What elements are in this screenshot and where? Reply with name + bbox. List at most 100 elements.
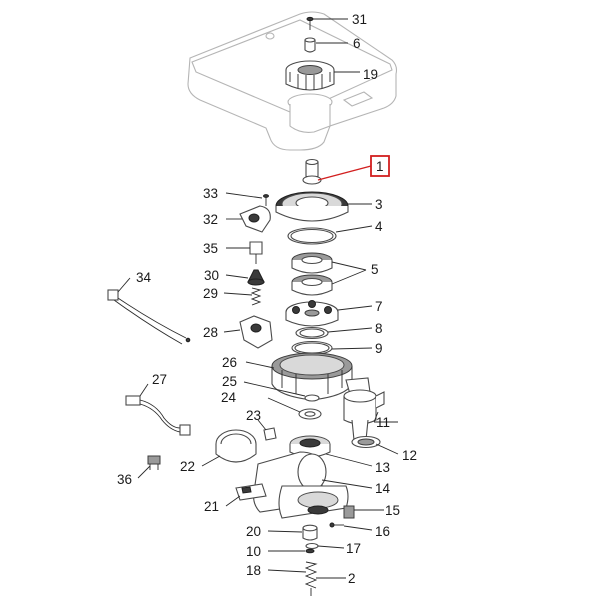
callout-3-label: 3 xyxy=(375,197,383,212)
part-27-harness[interactable] xyxy=(125,395,191,436)
callout-8-label: 8 xyxy=(375,321,383,336)
part-21-switch[interactable] xyxy=(235,483,267,501)
part-36-connector[interactable] xyxy=(147,455,161,470)
callout-3: 3 xyxy=(348,197,383,212)
part-34-cable[interactable] xyxy=(107,289,191,345)
callout-4: 4 xyxy=(335,219,383,234)
part-13-pulley[interactable] xyxy=(289,435,331,458)
callout-14: 14 xyxy=(321,479,391,496)
callout-33: 33 xyxy=(203,186,263,201)
callout-11: 11 11 xyxy=(373,411,398,430)
part-10-washer[interactable] xyxy=(305,548,315,554)
callout-32-label: 32 xyxy=(203,212,218,227)
callout-23-label: 23 xyxy=(246,408,261,423)
callout-29-label: 29 xyxy=(203,286,218,301)
part-18-spring[interactable] xyxy=(304,561,318,589)
callout-1-label: 1 xyxy=(376,159,384,174)
callout-6: 6 xyxy=(316,36,361,51)
callout-5: 5 xyxy=(331,261,379,285)
callout-24-label: 24 xyxy=(221,390,237,405)
callout-14-label: 14 xyxy=(375,481,391,496)
callout-31: 31 xyxy=(313,12,367,27)
callout-19-label: 19 xyxy=(363,67,378,82)
callout-30-label: 30 xyxy=(204,268,219,283)
part-5-bearing-upper[interactable] xyxy=(291,252,333,274)
callout-25: 25 xyxy=(222,374,306,397)
part-28-bracket[interactable] xyxy=(239,315,273,349)
callout-18-label: 18 xyxy=(246,563,261,578)
callout-22: 22 xyxy=(180,455,221,474)
callout-25-label: 25 xyxy=(222,374,237,389)
part-24-washer[interactable] xyxy=(298,408,322,420)
callout-32: 32 xyxy=(203,212,242,227)
part-29-threaded-rod[interactable] xyxy=(250,287,262,306)
part-17-washer[interactable] xyxy=(305,542,319,550)
callout-28: 28 xyxy=(203,325,241,340)
part-19-spiral-collar[interactable] xyxy=(285,60,335,91)
callout-24: 24 xyxy=(221,390,301,413)
callout-26-label: 26 xyxy=(222,355,237,370)
callout-26: 26 xyxy=(222,355,275,370)
callout-7: 7 xyxy=(337,299,383,314)
callout-35-label: 35 xyxy=(203,241,218,256)
callout-5-label: 5 xyxy=(371,262,379,277)
callout-9-label: 9 xyxy=(375,341,383,356)
callout-28-label: 28 xyxy=(203,325,218,340)
callout-15: 15 xyxy=(354,503,400,518)
part-7-carrier[interactable] xyxy=(285,300,339,327)
part-16-screw[interactable] xyxy=(329,522,344,528)
callout-4-label: 4 xyxy=(375,219,383,234)
part-23-block[interactable] xyxy=(263,427,277,441)
callout-8: 8 xyxy=(327,321,383,336)
part-3-gear-ring[interactable] xyxy=(275,191,349,222)
highlight-box[interactable] xyxy=(370,155,390,177)
callout-34: 34 xyxy=(117,270,152,293)
callout-1-highlight[interactable]: 1 xyxy=(317,155,390,181)
callout-20: 20 xyxy=(246,524,303,539)
callout-36-label: 36 xyxy=(117,472,132,487)
callout-21: 21 xyxy=(204,495,241,514)
callout-34-label: 34 xyxy=(136,270,152,285)
callout-29: 29 xyxy=(203,286,253,301)
callout-27-label: 27 xyxy=(152,372,167,387)
callout-2-label: 2 xyxy=(348,571,356,586)
callout-20-label: 20 xyxy=(246,524,261,539)
callout-11-text: 11 xyxy=(376,415,390,430)
callout-23: 23 xyxy=(246,408,267,431)
callout-22-label: 22 xyxy=(180,459,195,474)
callout-6-label: 6 xyxy=(353,36,361,51)
part-22-clamp-ring[interactable] xyxy=(215,429,257,463)
callout-16-label: 16 xyxy=(375,524,390,539)
callout-2: 2 xyxy=(316,571,356,586)
part-31-screw[interactable] xyxy=(306,16,314,30)
part-12-ring-cap[interactable] xyxy=(351,435,381,449)
callout-10: 10 xyxy=(246,544,305,559)
part-6-cap[interactable] xyxy=(304,37,316,53)
part-1-shaft[interactable] xyxy=(302,158,322,185)
part-33-screw[interactable] xyxy=(263,194,269,206)
callout-30: 30 xyxy=(204,268,249,283)
callout-19: 19 xyxy=(334,67,378,82)
part-5-bearing-lower[interactable] xyxy=(291,274,333,296)
part-4-o-ring[interactable] xyxy=(287,227,337,245)
part-30-cone[interactable] xyxy=(247,269,265,286)
part-25-washer[interactable] xyxy=(304,394,320,402)
callout-13: 13 xyxy=(325,453,390,475)
callout-35: 35 xyxy=(203,241,250,256)
callout-15-label: 15 xyxy=(385,503,400,518)
part-8-ring[interactable] xyxy=(295,326,329,340)
callout-10-label: 10 xyxy=(246,544,261,559)
part-26-gear-housing[interactable] xyxy=(271,352,371,401)
part-32-bracket[interactable] xyxy=(239,205,271,233)
part-35-bolt[interactable] xyxy=(249,241,263,264)
part-20-bushing[interactable] xyxy=(302,524,318,541)
callout-12: 12 xyxy=(375,443,417,463)
part-9-ring[interactable] xyxy=(291,340,333,356)
part-15-clip[interactable] xyxy=(343,505,355,519)
callout-12-label: 12 xyxy=(402,448,417,463)
callout-9: 9 xyxy=(331,341,383,356)
callout-18: 18 xyxy=(246,563,307,578)
part-14-motor[interactable] xyxy=(253,451,349,519)
callout-17: 17 xyxy=(317,541,361,556)
